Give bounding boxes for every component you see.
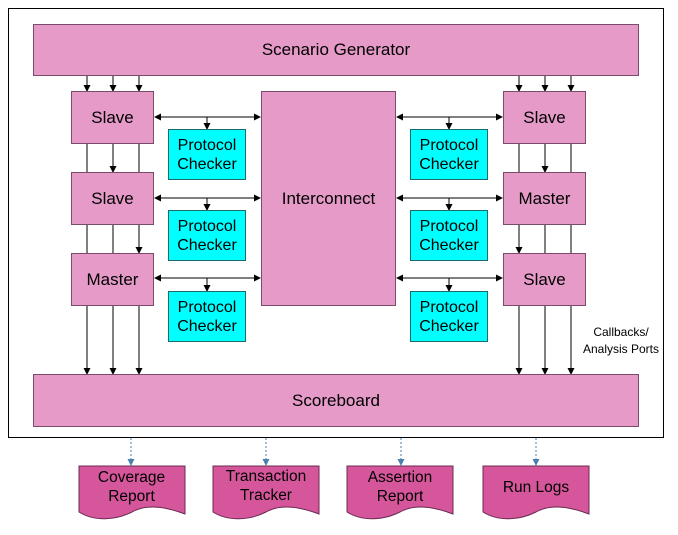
output-document-shape: [78, 465, 186, 520]
right-agent-3: Slave: [503, 253, 586, 306]
checker-line1: Protocol: [177, 298, 237, 316]
checker-line2: Checker: [419, 155, 479, 173]
left-agent-2-label: Slave: [91, 188, 134, 208]
output-document-shape: [346, 465, 454, 520]
output-assertion-report-label: Assertion Report: [347, 468, 453, 506]
left-agent-3: Master: [71, 253, 154, 306]
left-agent-3-label: Master: [86, 269, 139, 289]
testbench-frame: [8, 8, 664, 438]
output-transaction-tracker-label: Transaction Tracker: [213, 467, 319, 505]
checker-line1: Protocol: [177, 136, 237, 154]
checker-line2: Checker: [177, 155, 237, 173]
callbacks-analysis-ports-note: Callbacks/ Analysis Ports: [576, 324, 666, 358]
checker-line1: Protocol: [419, 136, 479, 154]
checker-line2: Checker: [419, 236, 479, 254]
scoreboard-block: Scoreboard: [33, 374, 639, 427]
checker-line1: Protocol: [177, 217, 237, 235]
callbacks-line1: Callbacks/: [593, 325, 649, 339]
output-line1: Run Logs: [502, 479, 570, 496]
output-document-shape: [482, 465, 590, 520]
scenario-generator-label: Scenario Generator: [261, 40, 411, 59]
scoreboard-label: Scoreboard: [292, 390, 380, 410]
left-agent-1-label: Slave: [91, 107, 134, 127]
interconnect-label: Interconnect: [281, 188, 376, 208]
right-agent-3-label: Slave: [523, 269, 566, 289]
output-line1: Transaction: [225, 468, 307, 485]
output-line1: Coverage: [97, 469, 166, 486]
right-agent-2: Master: [503, 172, 586, 225]
output-line2: Tracker: [240, 487, 292, 504]
interconnect-block: Interconnect: [261, 91, 396, 306]
right-agent-1: Slave: [503, 91, 586, 144]
checker-line2: Checker: [419, 317, 479, 335]
checker-line1: Protocol: [419, 217, 479, 235]
output-document-shape: [212, 465, 320, 520]
output-line2: Report: [108, 488, 155, 505]
right-agent-1-label: Slave: [523, 107, 566, 127]
output-line1: Assertion: [367, 469, 433, 486]
left-agent-1: Slave: [71, 91, 154, 144]
scenario-generator-block: Scenario Generator: [33, 24, 639, 76]
output-run-logs-label: Run Logs: [483, 478, 589, 497]
callbacks-line2: Analysis Ports: [582, 342, 660, 356]
output-line2: Report: [376, 488, 424, 505]
output-coverage-report-label: Coverage Report: [79, 468, 184, 506]
checker-line2: Checker: [177, 236, 237, 254]
checker-line2: Checker: [177, 317, 237, 335]
checker-line1: Protocol: [419, 298, 479, 316]
left-agent-2: Slave: [71, 172, 154, 225]
right-agent-2-label: Master: [518, 188, 571, 208]
